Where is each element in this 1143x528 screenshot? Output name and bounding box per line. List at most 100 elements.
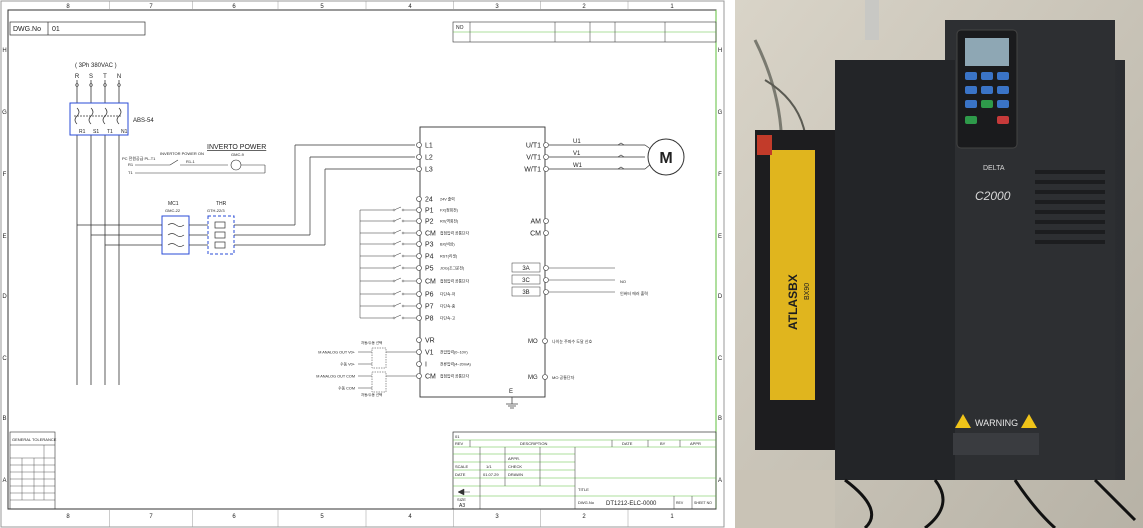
right-terminal: AM: [531, 219, 542, 226]
relay-terminal: 3B: [522, 290, 529, 296]
control-terminal-name: P8: [425, 316, 434, 323]
analog-terminal-name: VR: [425, 338, 435, 345]
border-col-label: 2: [582, 4, 586, 10]
analog-terminal-desc: 전류입력(4~20mA): [440, 362, 471, 367]
general-tolerance-label: GENERAL TOLERANCE: [12, 437, 57, 442]
border-col-label: 5: [320, 514, 324, 520]
selector-label-2: 자동/수동 선택: [361, 392, 382, 397]
relay-desc-b: 인버터 에러 출력: [620, 290, 648, 296]
border-row-label: D: [718, 294, 723, 300]
mo-desc: 나이눈 주파수 도달 신호: [552, 338, 592, 344]
pc-supply-label: PC 전원공급 PL-T1: [122, 155, 156, 161]
size-value: A3: [459, 503, 465, 509]
border-col-label: 6: [232, 4, 236, 10]
motor-line-label: U1: [573, 139, 581, 145]
dwg-no-value: 01: [52, 26, 60, 33]
control-terminal-desc: 접점입력 공통단자: [440, 279, 470, 284]
inverter-output-terminals: U/T1V/T1W/T1: [524, 142, 549, 174]
control-terminal-name: P3: [425, 242, 434, 249]
battery-model: BX90: [804, 283, 811, 300]
relay-desc-a: NO: [620, 279, 626, 284]
control-terminal-desc: RST(리셋): [440, 254, 458, 259]
analog-sources: M ANALOG OUT V0+수동 V0+M ANALOG OUT COM수동…: [316, 347, 416, 393]
size-label: SIZE: [457, 497, 466, 502]
sheet-col-label: SHEET NO: [694, 501, 712, 505]
border-col-label: 1: [670, 4, 674, 10]
t1-label: T1: [128, 170, 133, 175]
inverter-output-terminal: U/T1: [526, 143, 541, 150]
analog-source-label: M ANALOG OUT V0+: [318, 351, 356, 355]
phase-label: R: [75, 74, 80, 80]
by-label: BY: [660, 441, 666, 446]
inverter-photo: ATLASBX BX90 DELTA C2000: [735, 0, 1143, 528]
thr-model: GTH-22/3: [207, 208, 225, 213]
phase-label: N: [117, 74, 121, 80]
thr-label: THR: [216, 201, 227, 207]
border-row-label: E: [718, 234, 722, 240]
check-label: CHECK: [508, 464, 522, 469]
inverter-power-title: INVERTO POWER: [207, 144, 266, 151]
motor-label: M: [659, 150, 672, 167]
date-value: 01.07.29: [483, 472, 499, 477]
border-row-label: D: [2, 294, 7, 300]
dwg-no-footer-value: DT1212-ELC-0000: [606, 501, 657, 507]
border-col-label: 5: [320, 4, 324, 10]
control-terminal-name: 24: [425, 197, 433, 204]
control-terminal-desc: RX(역회전): [440, 219, 459, 224]
selector-label: 자동/수동 선택: [361, 340, 382, 345]
title-block: 01 REV DESCRIPTION DATE BY APPR SCALE 1/…: [452, 431, 717, 510]
delta-inverter: DELTA C2000 WARNING: [835, 20, 1125, 480]
control-terminal-desc: 접점입력 공통단자: [440, 231, 470, 236]
drawn-label: DRAWN: [508, 472, 523, 477]
border-row-label: A: [2, 478, 6, 484]
breaker-terminal: S1: [93, 129, 99, 135]
date-label: DATE: [622, 441, 633, 446]
ground-label: E: [509, 389, 513, 395]
control-terminal-desc: 다단속-저: [440, 292, 456, 297]
breaker-label: ABS-54: [133, 118, 154, 124]
border-row-label: G: [718, 110, 723, 116]
analog-terminal-desc: 전압입력(0~10V): [440, 350, 468, 355]
analog-source-label: M ANALOG OUT COM: [316, 375, 355, 379]
appr-label: APPR: [690, 441, 701, 446]
series-label: C2000: [975, 189, 1011, 203]
border-row-label: H: [718, 48, 722, 54]
battery-brand: ATLASBX: [786, 274, 800, 330]
motor-line-label: W1: [573, 163, 583, 169]
phase-label: T: [103, 74, 107, 80]
border-row-label: C: [2, 356, 7, 362]
description-label: DESCRIPTION: [520, 441, 547, 446]
border-col-label: 4: [408, 514, 412, 520]
inverter-input-terminal: L2: [425, 155, 433, 162]
border-row-label: B: [2, 416, 6, 422]
rev-col-label: REV: [676, 501, 684, 505]
border-col-label: 7: [149, 4, 153, 10]
control-terminal-name: CM: [425, 231, 436, 238]
border-col-label: 2: [582, 514, 586, 520]
control-terminal-name: CM: [425, 279, 436, 286]
mg-label: MG: [528, 375, 538, 381]
scale-value: 1/1: [486, 464, 492, 469]
inverter-block: [419, 126, 546, 398]
motor-symbol: [647, 138, 685, 176]
analog-source-label: 수동 V0+: [340, 362, 356, 367]
inverter-power-on: INVERTOR POWER ON: [160, 151, 204, 156]
control-terminal-name: P2: [425, 219, 434, 226]
border-col-label: 8: [66, 4, 70, 10]
border-col-label: 3: [495, 4, 499, 10]
border-row-label: E: [2, 234, 6, 240]
border-row-label: C: [718, 356, 723, 362]
control-terminal-desc: 다단속-중: [440, 304, 456, 309]
brand-logo: DELTA: [983, 165, 1005, 172]
warning-text: WARNING: [975, 418, 1018, 428]
control-terminal-name: P5: [425, 266, 434, 273]
relay-terminal: 3A: [522, 266, 529, 272]
breaker-terminal: R1: [79, 129, 86, 135]
border-col-label: 1: [670, 514, 674, 520]
